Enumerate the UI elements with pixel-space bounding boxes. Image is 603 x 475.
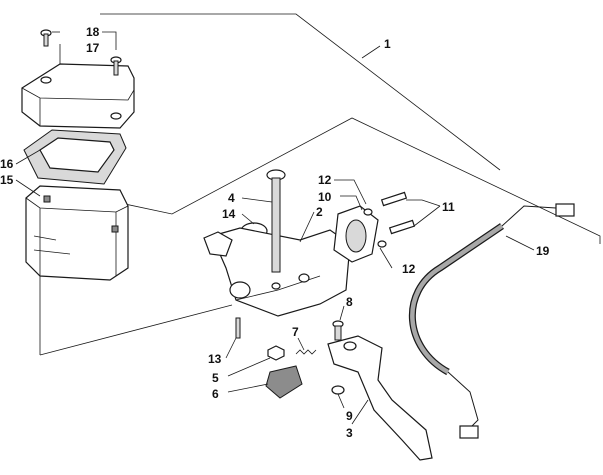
handlebar-clamp (333, 205, 379, 263)
callout-labels: 1 2 3 4 5 6 7 8 9 10 11 12 12 13 14 15 1… (0, 25, 550, 440)
leader-lines (15, 31, 535, 425)
callout-13: 13 (208, 352, 222, 366)
cover-screw-left (40, 29, 52, 47)
callout-5: 5 (212, 371, 219, 385)
callout-3: 3 (346, 426, 353, 440)
clamp-washer-lower (377, 240, 387, 248)
lever-bushing (265, 365, 303, 399)
brake-fluid-reservoir (25, 185, 129, 281)
callout-12-lower: 12 (402, 262, 416, 276)
pivot-screw (235, 317, 241, 339)
callout-6: 6 (212, 387, 219, 401)
brake-lever (327, 335, 433, 461)
reservoir-cover (21, 63, 135, 129)
callout-8: 8 (346, 295, 353, 309)
callout-4: 4 (228, 191, 235, 205)
callout-16: 16 (0, 157, 14, 171)
callout-18: 18 (86, 25, 100, 39)
master-cylinder-body (203, 227, 351, 317)
cover-screw-right (110, 56, 122, 76)
callout-19: 19 (536, 244, 550, 258)
clamp-screw-upper (380, 191, 408, 207)
lever-pivot-pin (332, 320, 344, 341)
banjo-bolt (266, 169, 286, 273)
cover-screw-hole-left (40, 76, 52, 84)
callout-12-upper: 12 (318, 173, 332, 187)
callout-11: 11 (442, 200, 455, 214)
callout-7: 7 (292, 325, 299, 339)
callout-9: 9 (346, 409, 353, 423)
clamp-washer-upper (363, 208, 373, 216)
clamp-screw-lower (388, 219, 416, 235)
lock-nut (267, 345, 285, 361)
callout-14: 14 (222, 207, 236, 221)
callout-17: 17 (86, 41, 100, 55)
callout-15: 15 (0, 173, 14, 187)
pivot-washer (331, 385, 345, 395)
callout-2: 2 (316, 205, 323, 219)
brake-hose (408, 203, 575, 439)
cover-screw-hole-right (110, 112, 122, 120)
callout-1: 1 (384, 37, 391, 51)
callout-10: 10 (318, 190, 332, 204)
reservoir-diaphragm (23, 129, 127, 185)
return-spring (295, 349, 317, 355)
